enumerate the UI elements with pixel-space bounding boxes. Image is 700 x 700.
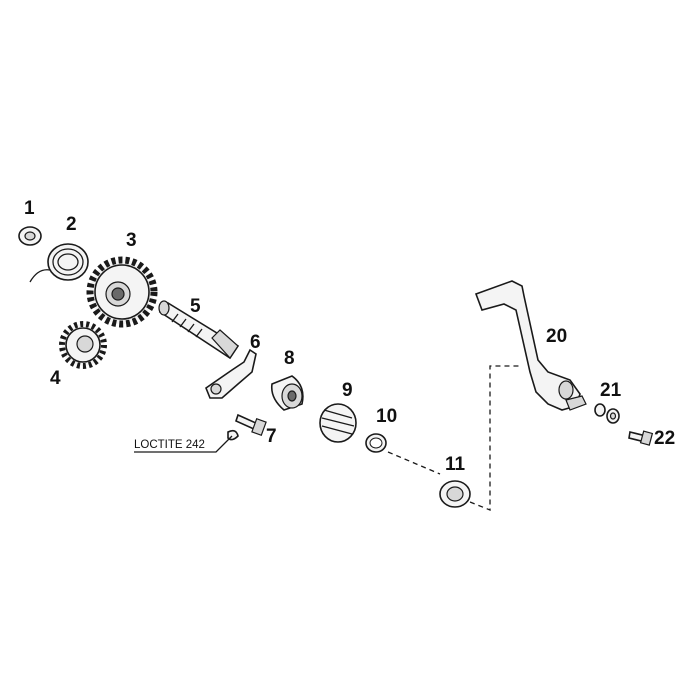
callout-9: 9	[342, 380, 353, 401]
callout-6: 6	[250, 332, 261, 353]
assembly-axis-line	[387, 365, 520, 511]
part-10-washer	[365, 433, 387, 453]
callout-1: 1	[24, 198, 35, 219]
part-21-washers	[594, 403, 620, 424]
callout-21: 21	[600, 380, 622, 401]
part-22-bolt	[628, 430, 654, 446]
callout-5: 5	[190, 296, 201, 317]
part-1-washer	[18, 226, 42, 246]
part-5-shaft	[158, 300, 240, 360]
callout-4: 4	[50, 368, 61, 389]
part-2-spring	[29, 243, 89, 283]
callout-3: 3	[126, 230, 137, 251]
part-11-seal	[439, 480, 471, 508]
part-8-bushing	[270, 375, 304, 411]
part-20-kick-lever	[474, 280, 587, 411]
callout-7: 7	[266, 426, 277, 447]
callout-10: 10	[376, 406, 397, 427]
callout-8: 8	[284, 348, 295, 369]
part-3-gear	[86, 256, 158, 328]
part-6-ratchet	[205, 348, 257, 399]
callout-2: 2	[66, 214, 77, 235]
callout-22: 22	[654, 428, 675, 449]
part-9-spring	[319, 403, 357, 443]
part-7-bolt	[227, 413, 267, 441]
part-4-gear	[59, 321, 107, 369]
callout-20: 20	[546, 326, 567, 347]
callout-11: 11	[445, 454, 466, 475]
loctite-note: LOCTITE 242	[134, 439, 205, 451]
note-leader-line	[134, 435, 233, 453]
